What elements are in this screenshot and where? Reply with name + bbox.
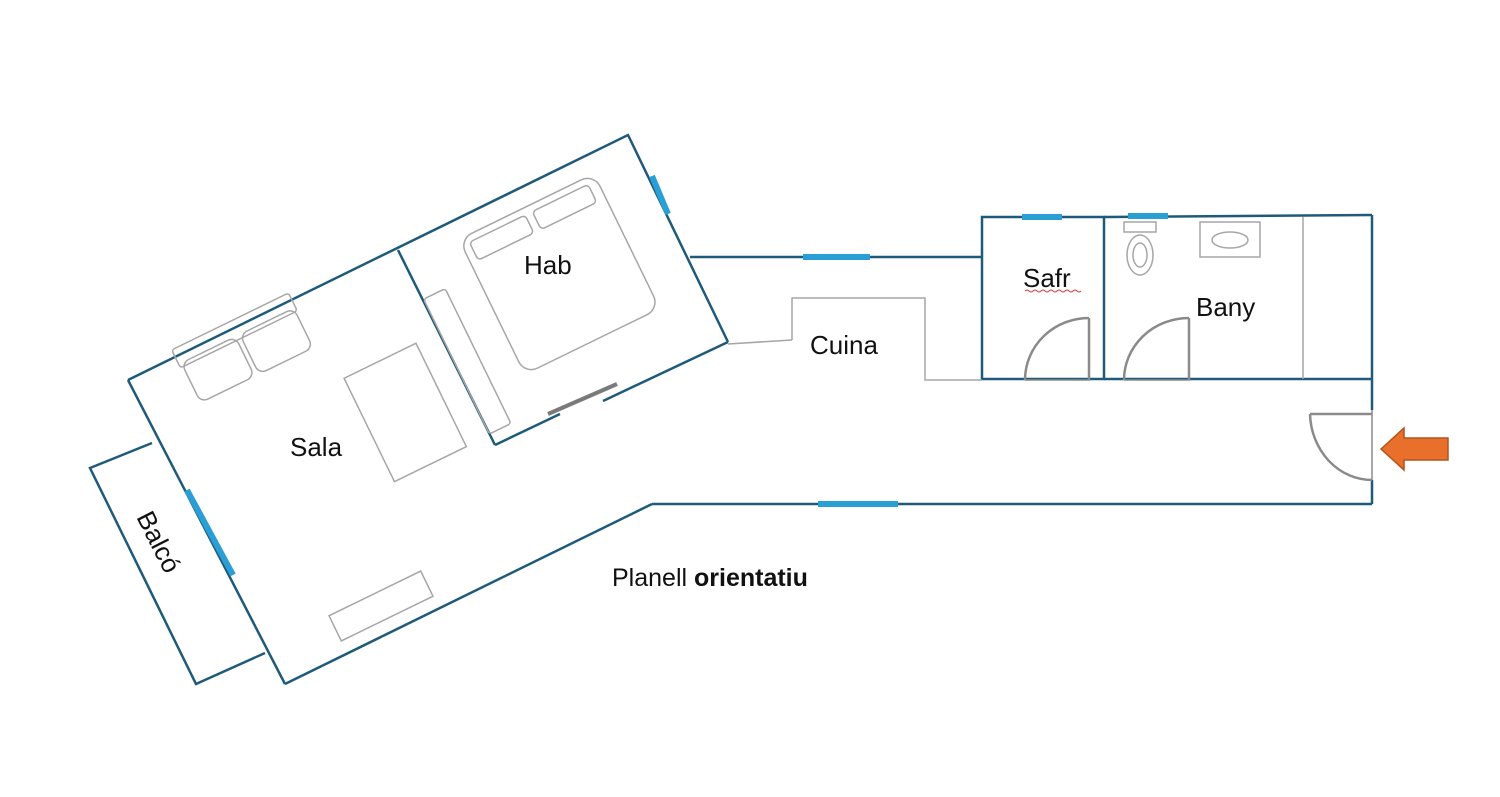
plan-caption: Planell orientatiu [612, 564, 808, 592]
wall-balcony [88, 441, 266, 686]
caption-normal: Planell [612, 564, 694, 592]
room-label-hab: Hab [524, 250, 572, 280]
wall-hab-bottom-a [494, 412, 561, 447]
toilet-icon [1123, 221, 1157, 276]
wall-hab-bottom-b [602, 340, 729, 403]
furniture [171, 177, 1304, 642]
window-sala-balcony [184, 488, 236, 577]
room-label-sala: Sala [290, 432, 343, 462]
spellcheck-underline [1024, 289, 1082, 293]
kitchen-counter [791, 297, 982, 381]
windows [184, 174, 1168, 577]
room-label-safr: Safr [1023, 263, 1071, 293]
kitchen-walls [727, 297, 982, 381]
wardrobe-icon [423, 288, 511, 434]
wall-sala-bottom [284, 502, 653, 686]
arrow-left-icon [1379, 426, 1449, 472]
sliding-door-hab [547, 382, 618, 416]
kitchen-wall-link [727, 339, 793, 345]
sofa-icon [171, 293, 312, 401]
door-entrance [1308, 410, 1373, 482]
caption-bold: orientatiu [694, 564, 808, 592]
tv-unit-icon [328, 570, 434, 642]
window-hab [649, 174, 671, 216]
swing-doors [1023, 316, 1373, 482]
exterior-walls [88, 133, 1374, 686]
room-label-bany: Bany [1196, 292, 1255, 322]
door-safr [1023, 316, 1091, 381]
door-bany [1122, 316, 1191, 381]
room-label-cuina: Cuina [810, 330, 878, 360]
wall-top-tilted [127, 133, 730, 382]
sink-icon [1199, 221, 1261, 258]
table-icon [343, 342, 468, 483]
wall-safr [980, 215, 1106, 381]
bed-icon [463, 177, 656, 371]
